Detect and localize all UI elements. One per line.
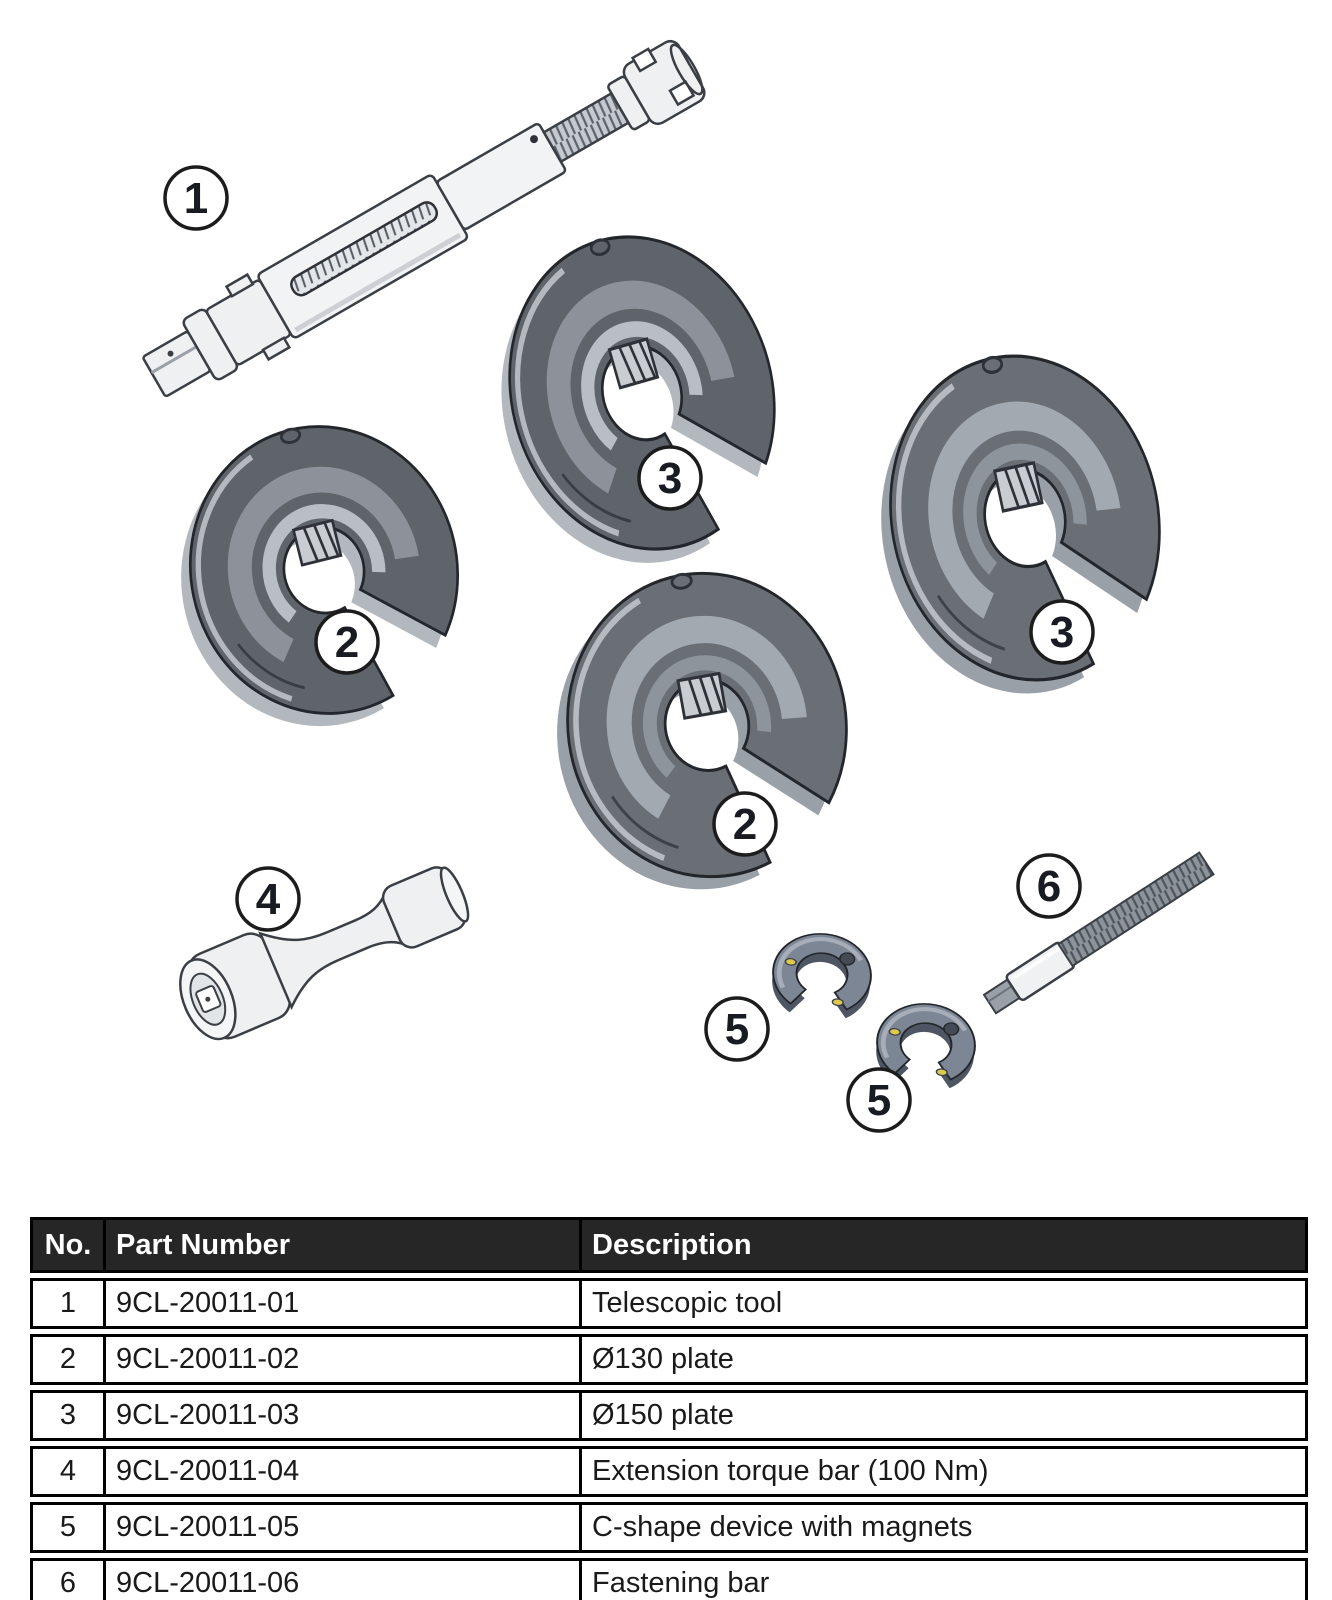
- cell-no: 4: [30, 1446, 106, 1497]
- callout-5-right: 5: [846, 1067, 912, 1133]
- cell-part-number: 9CL-20011-06: [106, 1558, 582, 1600]
- cell-no: 6: [30, 1558, 106, 1600]
- cell-description: Fastening bar: [582, 1558, 1308, 1600]
- torque-bar-illustration: [179, 866, 470, 1041]
- table-header-row: No. Part Number Description: [30, 1217, 1308, 1273]
- callout-2-left: 2: [314, 609, 380, 675]
- cell-no: 3: [30, 1390, 106, 1441]
- cell-description: Ø130 plate: [582, 1334, 1308, 1385]
- parts-diagram: 1 2 3 3 2 4 5 5 6: [0, 39, 1215, 1133]
- callout-3-right: 3: [1029, 599, 1095, 665]
- cell-part-number: 9CL-20011-02: [106, 1334, 582, 1385]
- c-clamp-left-illustration: [769, 929, 875, 1020]
- table-row: 2 9CL-20011-02 Ø130 plate: [30, 1334, 1308, 1385]
- cell-part-number: 9CL-20011-05: [106, 1502, 582, 1553]
- cell-description: Telescopic tool: [582, 1278, 1308, 1329]
- col-header-no: No.: [30, 1217, 106, 1273]
- callout-3-right-label: 3: [1050, 608, 1074, 657]
- callout-5-left-label: 5: [725, 1005, 749, 1054]
- callout-2-center-label: 2: [733, 800, 757, 849]
- callout-3-top: 3: [637, 445, 703, 511]
- cell-description: C-shape device with magnets: [582, 1502, 1308, 1553]
- plate-150-top-illustration: [462, 205, 814, 595]
- cell-part-number: 9CL-20011-01: [106, 1278, 582, 1329]
- table-row: 1 9CL-20011-01 Telescopic tool: [30, 1278, 1308, 1329]
- cell-no: 5: [30, 1502, 106, 1553]
- table-row: 4 9CL-20011-04 Extension torque bar (100…: [30, 1446, 1308, 1497]
- table-row: 5 9CL-20011-05 C-shape device with magne…: [30, 1502, 1308, 1553]
- callout-5-left: 5: [704, 996, 770, 1062]
- callout-5-right-label: 5: [867, 1076, 891, 1125]
- callout-1: 1: [163, 165, 229, 231]
- cell-no: 1: [30, 1278, 106, 1329]
- callout-6: 6: [1016, 853, 1082, 919]
- callout-6-label: 6: [1037, 862, 1061, 911]
- table-row: 6 9CL-20011-06 Fastening bar: [30, 1558, 1308, 1600]
- cell-description: Extension torque bar (100 Nm): [582, 1446, 1308, 1497]
- cell-description: Ø150 plate: [582, 1390, 1308, 1441]
- callout-4-label: 4: [256, 875, 281, 924]
- callout-4: 4: [235, 866, 301, 932]
- table-row: 3 9CL-20011-03 Ø150 plate: [30, 1390, 1308, 1441]
- col-header-description: Description: [582, 1217, 1308, 1273]
- fastening-bar-illustration: [982, 851, 1215, 1015]
- col-header-part-number: Part Number: [106, 1217, 582, 1273]
- plate-150-right-illustration: [849, 330, 1191, 719]
- cell-no: 2: [30, 1334, 106, 1385]
- callout-2-left-label: 2: [335, 618, 359, 667]
- cell-part-number: 9CL-20011-03: [106, 1390, 582, 1441]
- telescopic-tool-illustration: [142, 39, 706, 398]
- callout-1-label: 1: [184, 174, 208, 223]
- callout-3-top-label: 3: [658, 454, 682, 503]
- parts-table: No. Part Number Description 1 9CL-20011-…: [30, 1212, 1308, 1600]
- callout-2-center: 2: [712, 791, 778, 857]
- plate-130-left-illustration: [148, 397, 490, 754]
- cell-part-number: 9CL-20011-04: [106, 1446, 582, 1497]
- plate-130-center-illustration: [531, 550, 872, 911]
